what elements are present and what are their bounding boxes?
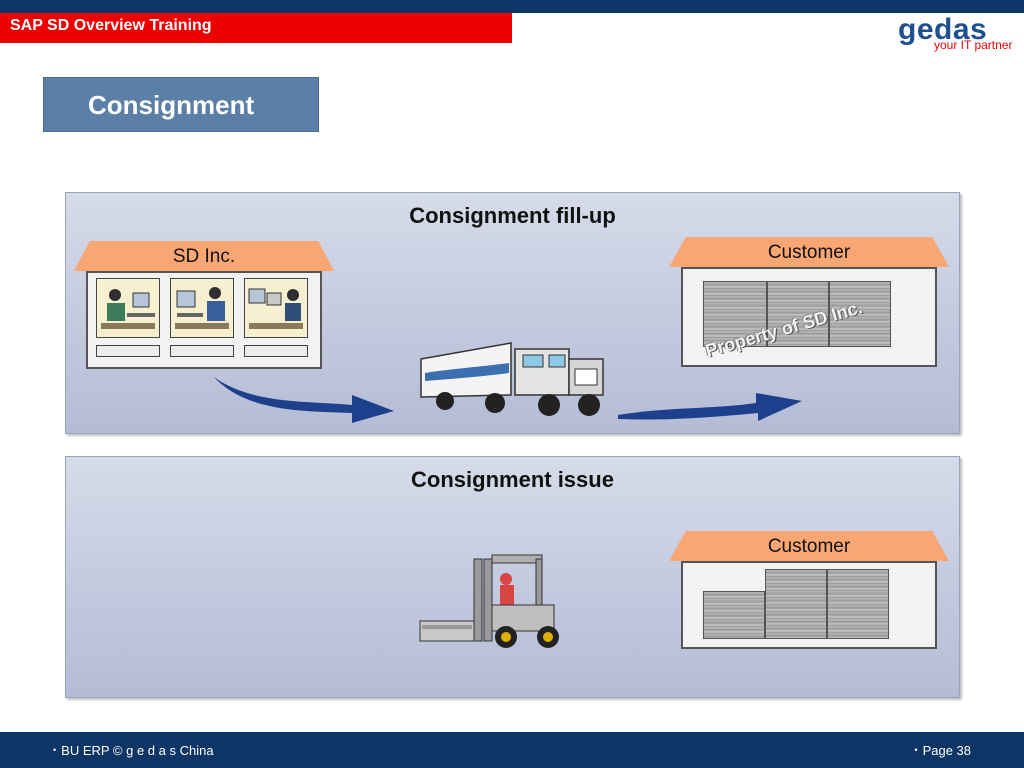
header-band: SAP SD Overview Training [0, 13, 512, 43]
customer-label: Customer [767, 242, 851, 263]
fill-up-heading: Consignment fill-up [409, 203, 616, 228]
sd-inc-label: SD Inc. [172, 246, 236, 267]
customer-building-issue: Customer [669, 531, 949, 649]
page-number: Page 38 [922, 743, 971, 758]
office-sill [170, 345, 234, 357]
footer-left-text: BU ERP © g e d a s China [61, 743, 214, 758]
office-sill [96, 345, 160, 357]
arrow-to-truck-icon [214, 377, 394, 423]
top-bar [0, 0, 1024, 13]
customer-roof: Customer [669, 531, 949, 561]
forklift-icon [419, 554, 559, 648]
issue-heading: Consignment issue [411, 467, 614, 492]
sd-inc-office [86, 271, 322, 369]
goods-stack-icon [829, 281, 891, 347]
bullet-icon: • [53, 745, 57, 755]
office-window-icon [170, 278, 234, 338]
customer-building-fill-up: Customer Property of SD Inc. [669, 237, 949, 367]
goods-stack-icon [767, 281, 829, 347]
gedas-logo: gedas your IT partner [894, 14, 1024, 54]
arrow-to-customer-icon [618, 393, 802, 421]
customer-warehouse: Property of SD Inc. [681, 267, 937, 367]
sd-inc-roof: SD Inc. [74, 241, 334, 271]
footer-bar: • BU ERP © g e d a s China • Page 38 [0, 732, 1024, 768]
slide-title: Consignment [88, 90, 255, 120]
bullet-icon: • [914, 745, 918, 755]
footer-right: • Page 38 [914, 743, 971, 758]
goods-stack-icon [703, 591, 765, 639]
logo-tagline: your IT partner [934, 38, 1013, 52]
goods-stack-icon [703, 281, 767, 347]
delivery-truck-icon [420, 342, 604, 416]
logo-name: gedas [898, 13, 988, 46]
issue-panel: Consignment issue Customer [65, 456, 960, 698]
goods-stack-icon [765, 569, 827, 639]
customer-roof: Customer [669, 237, 949, 267]
course-title: SAP SD Overview Training [10, 17, 212, 34]
slide-title-box: Consignment [43, 77, 319, 132]
office-window-icon [96, 278, 160, 338]
fill-up-panel: Consignment fill-up SD Inc. [65, 192, 960, 434]
customer-warehouse [681, 561, 937, 649]
office-window-icon [244, 278, 308, 338]
customer-label: Customer [767, 536, 851, 557]
footer-left: • BU ERP © g e d a s China [53, 743, 214, 758]
goods-stack-icon [827, 569, 889, 639]
sd-inc-building: SD Inc. [74, 241, 334, 369]
office-sill [244, 345, 308, 357]
